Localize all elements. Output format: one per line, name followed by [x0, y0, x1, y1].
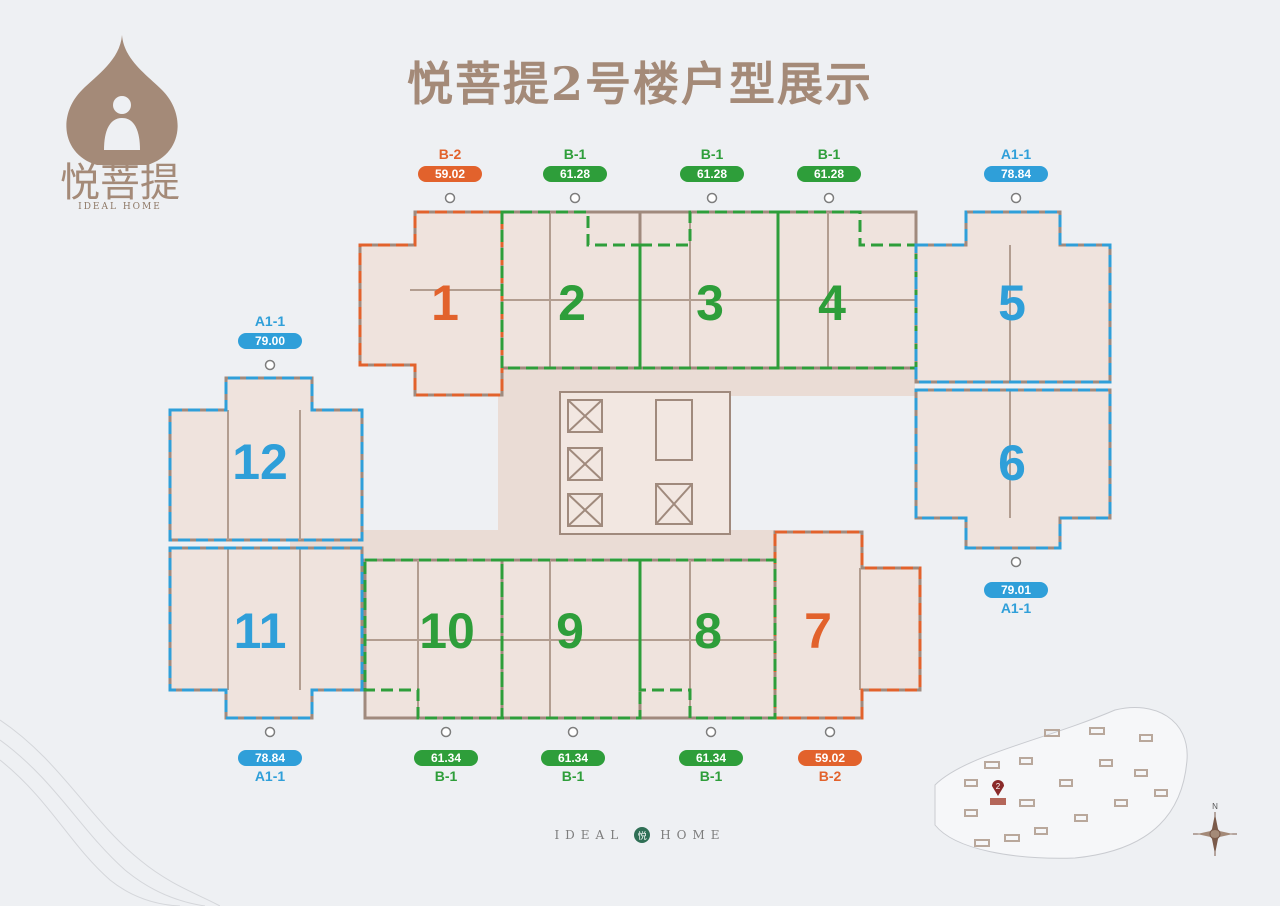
unit-8-type: B-1: [699, 768, 723, 784]
unit-7-number: 7: [804, 603, 832, 659]
decorative-wave-lines: [0, 719, 220, 906]
minimap-building-number: 2: [996, 782, 1001, 791]
minimap-current-building: [990, 798, 1006, 805]
unit-5-number: 5: [998, 275, 1026, 331]
unit-1-number: 1: [431, 275, 459, 331]
unit-3-type: B-1: [700, 146, 724, 162]
core-left-wing: [498, 396, 560, 532]
unit-12-number: 12: [232, 434, 288, 490]
unit-9-number: 9: [556, 603, 584, 659]
unit-11-outline: [168, 546, 364, 720]
unit-11-area: 78.84: [238, 750, 302, 766]
unit-7-outline: [773, 530, 922, 720]
label-pins: [264, 192, 1022, 738]
unit-1-outline: [358, 210, 504, 397]
interior-walls: [227, 212, 1011, 718]
bodhi-leaf-buddha-logo: [66, 35, 178, 165]
unit-2-floor: [500, 210, 642, 370]
unit-6-number: 6: [998, 435, 1026, 491]
logo-chinese-text: 悦菩提: [60, 160, 180, 206]
unit-8-outline: [638, 558, 777, 720]
unit-11-type: A1-1: [254, 768, 286, 784]
unit-5-outline: [914, 210, 1112, 384]
unit-1-area: 59.02: [418, 166, 482, 182]
unit-4-type: B-1: [817, 146, 841, 162]
unit-5-area: 78.84: [984, 166, 1048, 182]
logo-english-text: IDEAL HOME: [78, 202, 162, 212]
unit-2-type: B-1: [563, 146, 587, 162]
unit-7-area: 59.02: [798, 750, 862, 766]
unit-12-type: A1-1: [254, 313, 286, 329]
page-title: 悦菩提2号楼户型展示: [406, 57, 873, 111]
footer-left-text: IDEAL: [554, 828, 625, 842]
unit-8-number: 8: [694, 603, 722, 659]
unit-11-number: 11: [233, 603, 287, 659]
unit-4-area: 61.28: [797, 166, 861, 182]
unit-6-area: 79.01: [984, 582, 1048, 598]
unit-10-area: 61.34: [414, 750, 478, 766]
compass-icon: N: [1193, 802, 1237, 856]
minimap-location-pin: [992, 780, 1004, 796]
unit-3-area: 61.28: [680, 166, 744, 182]
footer-logo-mark: 悦: [634, 827, 651, 843]
unit-2-area: 61.28: [543, 166, 607, 182]
unit-9-area: 61.34: [541, 750, 605, 766]
unit-12-area: 79.00: [238, 333, 302, 349]
unit-4-number: 4: [818, 275, 846, 331]
unit-12-outline: [168, 376, 364, 542]
elevator-shafts: [567, 399, 693, 527]
unit-6-type: A1-1: [1000, 600, 1032, 616]
compass-north-label: N: [1212, 802, 1218, 811]
unit-10-type: B-1: [434, 768, 458, 784]
unit-5-type: A1-1: [1000, 146, 1032, 162]
footer-right-text: HOME: [660, 828, 726, 842]
site-minimap: 2: [934, 706, 1188, 859]
unit-1-type: B-2: [438, 146, 462, 162]
unit-9-type: B-1: [561, 768, 585, 784]
unit-10-number: 10: [419, 603, 475, 659]
unit-10-outline: [363, 558, 504, 720]
unit-7-type: B-2: [818, 768, 842, 784]
unit-6-outline: [914, 388, 1112, 550]
footer-brand: IDEAL 悦 HOME: [520, 824, 760, 846]
unit-3-number: 3: [696, 275, 724, 331]
unit-8-area: 61.34: [679, 750, 743, 766]
core-elevators: [559, 391, 731, 535]
unit-2-number: 2: [558, 275, 586, 331]
